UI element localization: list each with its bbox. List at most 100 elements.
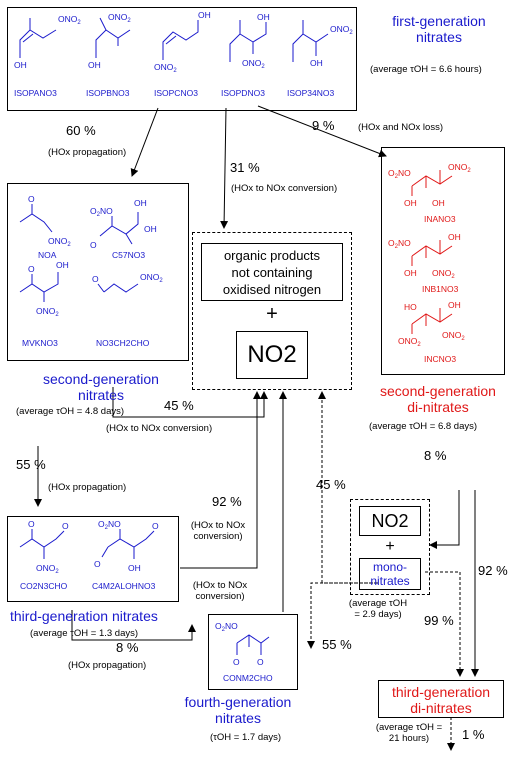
- svg-text:OH: OH: [404, 268, 417, 278]
- molecule-isopano3: ISOPANO3: [14, 88, 57, 98]
- svg-text:ONO2: ONO2: [330, 24, 353, 36]
- pathway-92b-note: (HOx to NOx conversion): [192, 580, 248, 602]
- svg-text:O: O: [92, 274, 99, 284]
- svg-text:OH: OH: [310, 58, 323, 68]
- pathway-55a-percent: 55 %: [16, 457, 46, 472]
- pathway-92c-percent: 92 %: [478, 563, 508, 578]
- svg-text:O: O: [257, 657, 264, 667]
- second-generation-lifetime: (average τOH = 4.8 days): [16, 406, 125, 417]
- mono-plus: +: [385, 538, 395, 555]
- third-generation-structures: O O ONO2 O2NO O OH O: [19, 519, 159, 575]
- molecule-c57no3: C57NO3: [112, 250, 146, 260]
- pathway-92a-percent: 92 %: [212, 494, 242, 509]
- pathway-45b-percent: 45 %: [316, 477, 346, 492]
- svg-text:ONO2: ONO2: [58, 14, 81, 26]
- pathway-1-percent: 1 %: [462, 727, 485, 742]
- pathway-45a-note: (HOx to NOx conversion): [106, 423, 213, 434]
- first-generation-title: first-generation nitrates: [392, 13, 486, 45]
- svg-text:ONO2: ONO2: [140, 272, 163, 284]
- dinitrates-title: second-generation di-nitrates: [380, 383, 496, 415]
- fourth-generation-box: O2NO O O CONM2CHO: [208, 614, 298, 690]
- pathway-92a-note: (HOx to NOx conversion): [190, 520, 246, 542]
- third-dinitrates-lifetime: (average τOH = 21 hours): [375, 722, 443, 744]
- mono-nitrates-box: mono- nitrates: [359, 558, 421, 590]
- svg-text:O: O: [28, 194, 35, 204]
- molecule-isopcno3: ISOPCNO3: [154, 88, 198, 98]
- pathway-60-note: (HOx propagation): [48, 147, 127, 158]
- molecule-noa: NOA: [38, 250, 57, 260]
- products-no2-box: NO2: [236, 331, 308, 379]
- pathway-9-note: (HOx and NOx loss): [358, 122, 443, 133]
- svg-text:OH: OH: [404, 198, 417, 208]
- molecule-isopdno3: ISOPDNO3: [221, 88, 265, 98]
- arrow-92a: [180, 391, 261, 569]
- svg-text:O2NO: O2NO: [388, 238, 411, 250]
- svg-text:ONO2: ONO2: [432, 268, 455, 280]
- svg-text:ONO2: ONO2: [154, 62, 177, 74]
- pathway-8a-note: (HOx propagation): [68, 660, 147, 671]
- molecule-co2n3cho: CO2N3CHO: [20, 581, 68, 591]
- products-box: organic products not containing oxidised…: [192, 232, 352, 390]
- fourth-generation-title: fourth-generation nitrates: [184, 694, 292, 726]
- svg-text:ONO2: ONO2: [242, 58, 265, 70]
- molecule-isop34no3: ISOP34NO3: [287, 88, 335, 98]
- svg-text:O2NO: O2NO: [215, 621, 238, 633]
- organic-products-box: organic products not containing oxidised…: [201, 243, 343, 301]
- dinitrates-structures: O2NO ONO2 OH OH O2NO OH OH ONO2 HO OH ON…: [388, 162, 471, 348]
- third-generation-lifetime: (average τOH = 1.3 days): [30, 628, 139, 639]
- first-generation-lifetime: (average τOH = 6.6 hours): [370, 64, 482, 75]
- third-dinitrates-box: third-generation di-nitrates: [378, 680, 504, 718]
- second-generation-structures: O ONO2 O2NO OH OH O O OH ONO2 O ONO2: [19, 194, 163, 318]
- products-plus: +: [266, 303, 278, 325]
- arrow-9: [257, 105, 387, 158]
- svg-text:O: O: [90, 240, 97, 250]
- mono-box: NO2 + mono- nitrates: [350, 499, 430, 595]
- third-generation-box: O O ONO2 O2NO O OH O CO2N3CHO C4M2ALOHNO…: [7, 516, 179, 602]
- svg-text:OH: OH: [257, 12, 270, 22]
- arrow-99: [425, 571, 464, 677]
- mono-no2-box: NO2: [359, 506, 421, 536]
- molecule-isopbno3: ISOPBNO3: [86, 88, 130, 98]
- svg-text:ONO2: ONO2: [442, 330, 465, 342]
- svg-text:O: O: [62, 521, 69, 531]
- svg-text:O: O: [233, 657, 240, 667]
- molecule-inb1no3: INB1NO3: [422, 284, 459, 294]
- pathway-8a-percent: 8 %: [116, 640, 139, 655]
- svg-text:OH: OH: [432, 198, 445, 208]
- svg-text:O: O: [28, 519, 35, 529]
- pathway-45a-percent: 45 %: [164, 398, 194, 413]
- second-generation-box: O ONO2 O2NO OH OH O O OH ONO2 O ONO2 NOA…: [7, 183, 189, 361]
- svg-text:ONO2: ONO2: [108, 12, 131, 24]
- svg-text:ONO2: ONO2: [36, 563, 59, 575]
- pathway-55b-percent: 55 %: [322, 637, 352, 652]
- pathway-31-percent: 31 %: [230, 160, 260, 175]
- fourth-generation-structures: O2NO O O: [215, 621, 270, 667]
- first-generation-structures: ONO2 OH ONO2 OH OH ONO2 OH ONO2 ONO2 OH: [14, 10, 353, 74]
- svg-text:ONO2: ONO2: [48, 236, 71, 248]
- arrow-60: [130, 107, 159, 177]
- svg-text:O: O: [28, 264, 35, 274]
- mono-lifetime: (average τOH = 2.9 days): [348, 598, 408, 620]
- molecule-mvkno3: MVKNO3: [22, 338, 58, 348]
- molecule-c4m2alohno3: C4M2ALOHNO3: [92, 581, 156, 591]
- molecule-no3ch2cho: NO3CH2CHO: [96, 338, 150, 348]
- molecule-incno3: INCNO3: [424, 354, 457, 364]
- svg-text:OH: OH: [14, 60, 27, 70]
- molecule-conm2cho: CONM2CHO: [223, 673, 273, 683]
- svg-text:OH: OH: [144, 224, 157, 234]
- arrow-8a: [71, 610, 196, 641]
- arrow-55b: [307, 582, 378, 649]
- svg-text:ONO2: ONO2: [36, 306, 59, 318]
- svg-text:OH: OH: [88, 60, 101, 70]
- svg-text:OH: OH: [56, 260, 69, 270]
- svg-text:OH: OH: [448, 300, 461, 310]
- arrow-45a: [112, 387, 268, 418]
- svg-text:O2NO: O2NO: [98, 519, 121, 531]
- pathway-31-note: (HOx to NOx conversion): [231, 183, 338, 194]
- dinitrates-lifetime: (average τOH = 6.8 days): [369, 421, 478, 432]
- fourth-generation-lifetime: (τOH = 1.7 days): [210, 732, 282, 743]
- molecule-inano3: INANO3: [424, 214, 456, 224]
- svg-text:O: O: [152, 521, 159, 531]
- svg-text:OH: OH: [198, 10, 211, 20]
